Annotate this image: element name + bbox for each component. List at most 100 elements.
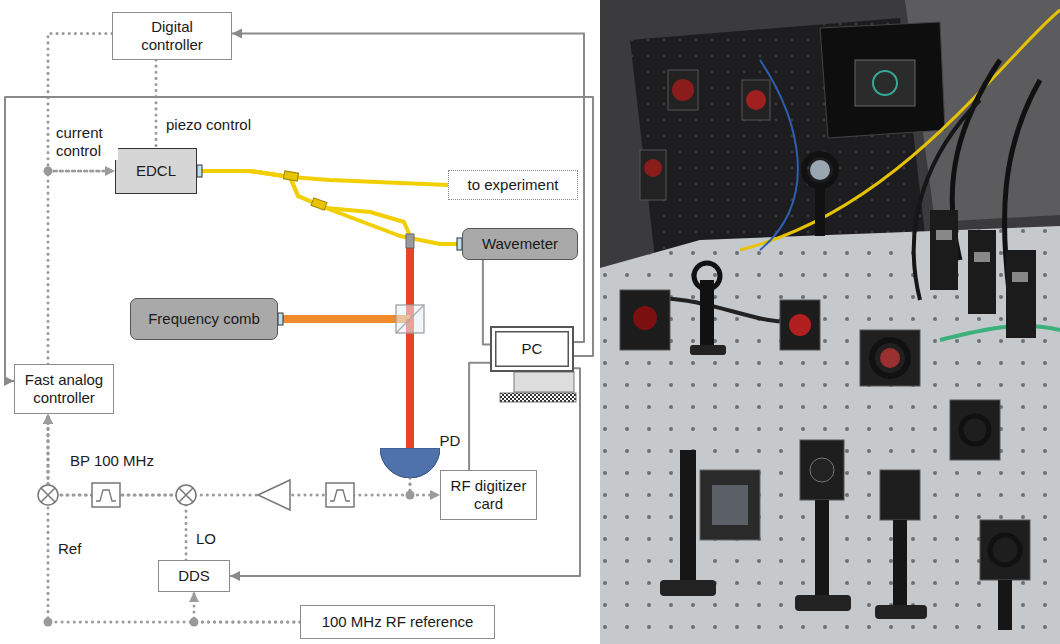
detector-label <box>1012 272 1028 282</box>
instrument-box: Frequency comb <box>130 298 278 340</box>
table-holes <box>600 226 1060 644</box>
post <box>680 450 696 590</box>
optics-symbols <box>197 165 576 402</box>
photodiode-body <box>380 448 440 478</box>
connector <box>469 363 490 470</box>
junction-dot <box>44 618 53 627</box>
dot-line <box>155 60 158 148</box>
computer-box: PC <box>490 326 574 372</box>
mount <box>742 80 770 120</box>
arrow-head <box>43 414 53 424</box>
connector <box>278 319 410 448</box>
mount <box>860 330 920 386</box>
post-base <box>690 345 726 355</box>
knob <box>810 458 834 482</box>
lens-mount <box>872 340 908 376</box>
knob <box>789 314 811 336</box>
laser-box: EDCL <box>115 148 197 194</box>
filter-symbol <box>326 483 354 507</box>
lens-mount <box>990 535 1020 565</box>
junction-dot <box>190 618 199 627</box>
node-label: RF digitizer card <box>447 477 530 513</box>
lens <box>810 160 830 180</box>
mount <box>640 150 666 200</box>
lab-photo <box>600 0 1060 644</box>
post <box>815 186 825 236</box>
node-label: EDCL <box>136 162 176 180</box>
knob <box>644 159 662 177</box>
mount <box>950 400 1000 460</box>
mount <box>780 300 820 350</box>
knob <box>746 90 766 110</box>
beam-splitter-face <box>396 305 424 333</box>
lens-mount <box>961 416 989 444</box>
post <box>893 520 907 610</box>
mount <box>980 520 1030 580</box>
connector <box>48 166 115 364</box>
detector-label <box>936 230 952 240</box>
solid-line <box>469 363 490 470</box>
card-box: RF digitizer card <box>440 470 537 520</box>
lens-mount <box>804 154 836 186</box>
fiber <box>740 10 1060 250</box>
signal-label: piezo control <box>164 116 253 134</box>
arrow-head <box>43 414 53 424</box>
pc-base <box>514 372 574 392</box>
connector <box>4 97 593 386</box>
port <box>278 313 283 325</box>
controller-box: Fast analog controller <box>14 364 114 414</box>
enclosure <box>820 22 945 138</box>
mixer-symbol <box>176 485 196 505</box>
detector-label <box>974 252 990 262</box>
keyboard <box>500 393 576 402</box>
instrument-box: Wavemeter <box>462 228 578 260</box>
beam-line <box>406 319 414 448</box>
mount <box>855 60 915 106</box>
fiber <box>940 326 1060 340</box>
post-base <box>875 605 927 619</box>
connector <box>483 260 490 344</box>
signal-label: current control <box>54 124 118 160</box>
connector <box>232 29 584 343</box>
connector <box>197 171 448 185</box>
output-box: to experiment <box>448 170 578 200</box>
solid-line <box>232 34 584 343</box>
fiber-tip <box>406 234 414 248</box>
node-label: to experiment <box>468 176 559 194</box>
arrow-head <box>189 592 199 602</box>
dot-line <box>410 478 440 495</box>
node-label: Frequency comb <box>148 310 260 328</box>
amplifier-symbol <box>258 480 290 510</box>
junction-dot <box>44 167 53 176</box>
node-label: DDS <box>178 567 210 585</box>
dot-line <box>194 592 300 622</box>
connector <box>156 60 157 148</box>
mount <box>800 440 844 500</box>
post-base <box>660 580 716 596</box>
port <box>197 165 202 177</box>
connector <box>410 478 440 500</box>
dot-line <box>48 414 186 560</box>
post-base <box>795 595 851 611</box>
controller-box: Digital controller <box>112 12 232 60</box>
arrow-head <box>4 376 14 386</box>
synth-box: DDS <box>158 560 230 592</box>
knob <box>633 306 657 330</box>
reference-box: 100 MHz RF reference <box>300 605 495 639</box>
solid-line <box>230 368 580 576</box>
arrow-head <box>232 29 242 39</box>
lens <box>873 71 897 95</box>
signal-label: BP 100 MHz <box>68 452 156 470</box>
fiber-connector <box>311 198 327 210</box>
fiber-line <box>197 171 448 185</box>
solid-line <box>483 260 490 344</box>
post <box>815 500 829 600</box>
node-label: PD <box>440 432 461 450</box>
detector-boxes <box>930 210 1036 338</box>
junction-dot <box>406 491 415 500</box>
node-label: PC <box>522 340 543 358</box>
optical-table <box>600 226 1060 644</box>
post <box>998 580 1012 630</box>
fiber-connector <box>283 171 298 181</box>
